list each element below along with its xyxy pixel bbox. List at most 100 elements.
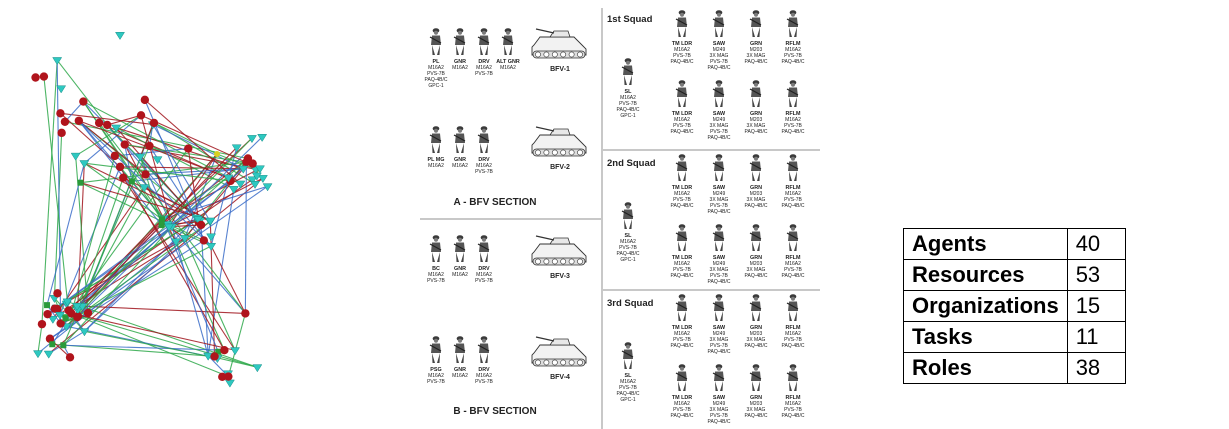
agent-node (141, 96, 149, 104)
organization-node (63, 315, 69, 321)
soldier-icon (622, 342, 633, 369)
agent-node (184, 144, 192, 152)
gear-label: M16A2 (452, 373, 468, 379)
resource-node (116, 32, 125, 39)
soldier-icon (713, 294, 724, 321)
stats-label: Agents (904, 229, 1068, 260)
gear-label: GPC-1 (620, 257, 636, 263)
gear-label: PAQ-4B/C (671, 273, 694, 279)
soldier-icon (430, 336, 441, 363)
gear-label: PVS-7B (475, 71, 493, 77)
network-edge (83, 102, 240, 184)
soldier-icon (713, 154, 724, 181)
stats-value: 40 (1067, 229, 1125, 260)
network-edge (228, 313, 245, 376)
gear-label: PAQ-4B/C (745, 203, 768, 209)
soldier-icon (787, 294, 798, 321)
soldier-icon (622, 58, 633, 85)
network-edge (84, 331, 217, 358)
soldier: SAWM2493X MAGPVS-7BPAQ-4B/C (708, 294, 731, 355)
gear-label: PAQ-4B/C (671, 129, 694, 135)
agent-node (116, 163, 124, 171)
soldier: TM LDRM16A2PVS-7BPAQ-4B/C (671, 80, 694, 135)
soldier: SLM16A2PVS-7BPAQ-4B/CGPC-1 (617, 202, 640, 263)
soldier-icon (622, 202, 633, 229)
agent-node (145, 142, 153, 150)
gear-label: PAQ-4B/C (745, 129, 768, 135)
network-edge (38, 324, 42, 353)
platoon-org-chart: PLM16A2PVS-7BPAQ-4B/CGPC-1GNRM16A2DRVM16… (420, 0, 820, 429)
stats-table: Agents 40 Resources 53 Organizations 15 … (903, 228, 1126, 384)
squad-title: 2nd Squad (607, 158, 656, 169)
soldier-icon (713, 364, 724, 391)
resource-node (253, 365, 262, 372)
network-graph (0, 0, 285, 429)
soldier: GRNM2033X MAGPAQ-4B/C (745, 294, 768, 349)
gear-label: PAQ-4B/C (782, 413, 805, 419)
bfv-section: BCM16A2PVS-7BGNRM16A2DRVM16A2PVS-7BBFV-3… (427, 235, 586, 417)
agent-node (38, 320, 46, 328)
network-nodes (31, 32, 272, 387)
agent-node (121, 140, 129, 148)
resource-node (231, 348, 240, 355)
bfv-section: PLM16A2PVS-7BPAQ-4B/CGPC-1GNRM16A2DRVM16… (425, 28, 586, 208)
soldier-icon (713, 10, 724, 37)
soldier-icon (676, 294, 687, 321)
soldier: SAWM2493X MAGPVS-7BPAQ-4B/C (708, 10, 731, 71)
soldier: TM LDRM16A2PVS-7BPAQ-4B/C (671, 294, 694, 349)
soldier: PL MGM16A2 (428, 126, 445, 169)
agent-node (218, 373, 226, 381)
soldier: TM LDRM16A2PVS-7BPAQ-4B/C (671, 364, 694, 419)
agent-node (43, 310, 51, 318)
network-edges (38, 60, 268, 376)
gear-label: PAQ-4B/C (782, 59, 805, 65)
soldier-icon (478, 126, 489, 153)
stats-value: 15 (1067, 291, 1125, 322)
gear-label: M16A2 (500, 65, 516, 71)
resource-node (225, 380, 234, 387)
gear-label: PAQ-4B/C (745, 273, 768, 279)
soldier-icon (430, 126, 441, 153)
soldier-icon (750, 154, 761, 181)
gear-label: PAQ-4B/C (708, 135, 731, 141)
soldier-icon (454, 28, 465, 55)
agent-node (241, 309, 249, 317)
stats-row-agents: Agents 40 (904, 229, 1126, 260)
gear-label: M16A2 (452, 163, 468, 169)
soldier-icon (454, 235, 465, 262)
agent-node (141, 170, 149, 178)
agent-node (197, 221, 205, 229)
soldier: TM LDRM16A2PVS-7BPAQ-4B/C (671, 154, 694, 209)
organization-node (129, 178, 135, 184)
agent-node (220, 346, 228, 354)
soldier-icon (713, 224, 724, 251)
soldier-icon (430, 235, 441, 262)
gear-label: PAQ-4B/C (745, 413, 768, 419)
network-edge (116, 128, 243, 169)
squad-title: 1st Squad (607, 14, 653, 25)
soldier: BCM16A2PVS-7B (427, 235, 445, 284)
soldier: PSGM16A2PVS-7B (427, 336, 445, 385)
stats-label: Resources (904, 260, 1068, 291)
gear-label: M16A2 (452, 65, 468, 71)
network-edge (63, 227, 172, 346)
soldier-icon (787, 80, 798, 107)
soldier-icon (676, 224, 687, 251)
bfv-vehicle-icon (532, 29, 586, 58)
agent-node (137, 111, 145, 119)
soldier-icon (750, 364, 761, 391)
soldier-icon (478, 28, 489, 55)
vehicle-label: BFV-3 (550, 273, 570, 280)
agent-node (200, 236, 208, 244)
soldier: GRNM2033X MAGPAQ-4B/C (745, 80, 768, 135)
soldier: RFLMM16A2PVS-7BPAQ-4B/C (782, 364, 805, 419)
stats-row-organizations: Organizations 15 (904, 291, 1126, 322)
agent-node (31, 73, 39, 81)
stats-row-roles: Roles 38 (904, 353, 1126, 384)
task-node (214, 151, 220, 157)
